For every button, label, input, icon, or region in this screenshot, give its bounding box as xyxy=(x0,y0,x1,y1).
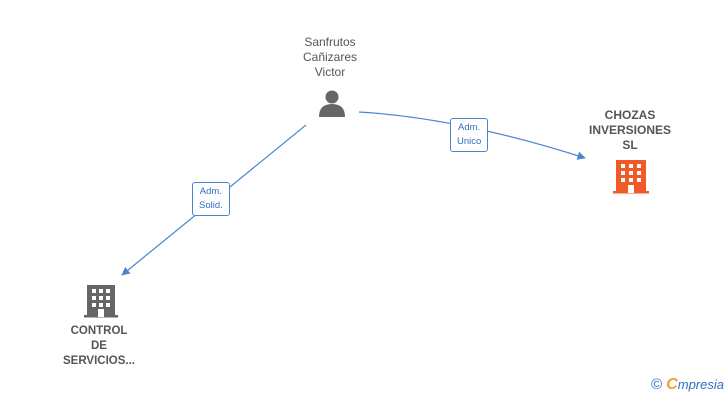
person-name-label[interactable]: Sanfrutos Cañizares Victor xyxy=(302,35,358,79)
edge-label-adm-solid: Adm. Solid. xyxy=(192,182,230,216)
brand-logo-text: mpresia xyxy=(677,377,724,392)
copyright-symbol: © xyxy=(651,376,663,393)
brand-watermark: ©Cmpresia xyxy=(651,376,724,394)
building-icon[interactable] xyxy=(84,285,118,318)
person-icon[interactable] xyxy=(319,90,345,118)
brand-logo-letter: C xyxy=(666,376,678,393)
company-name-label[interactable]: CHOZAS INVERSIONES SL xyxy=(588,108,672,152)
edge-label-adm-unico: Adm. Unico xyxy=(450,118,489,152)
company-name-label[interactable]: CONTROL DE SERVICIOS... xyxy=(62,325,135,367)
building-icon[interactable] xyxy=(613,160,649,194)
